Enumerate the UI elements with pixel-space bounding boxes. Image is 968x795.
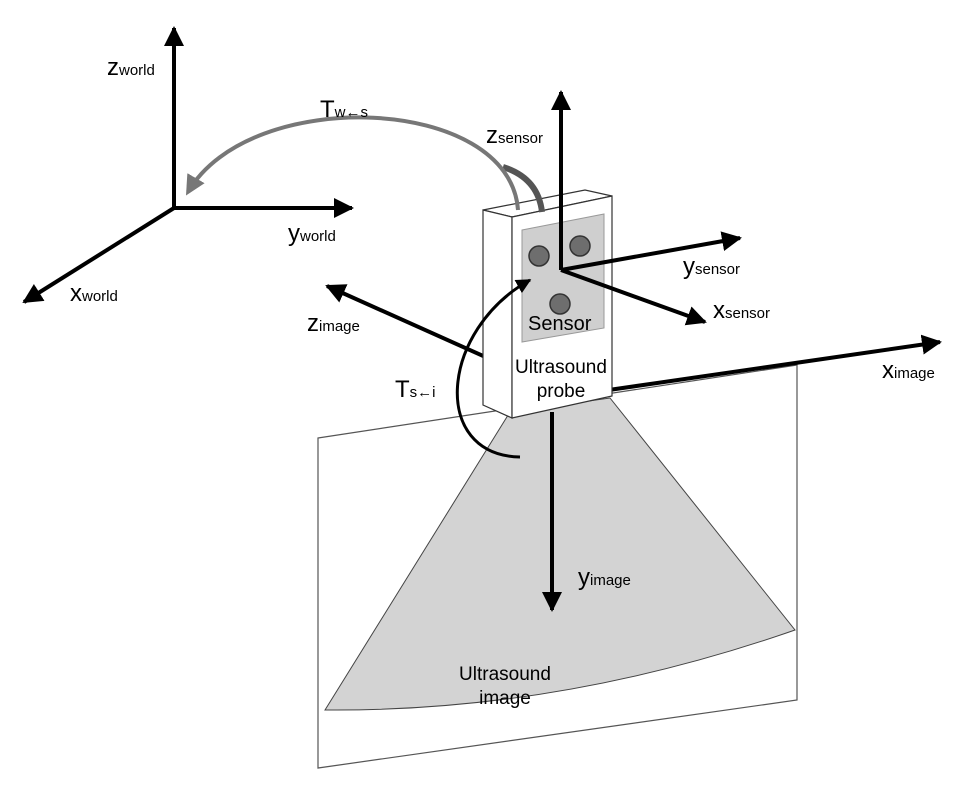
ultrasound-image-label: Ultrasound image (459, 664, 551, 709)
x-image-label: ximage (882, 357, 935, 384)
image-plane (317, 364, 798, 769)
transform-world-sensor-arrow (185, 115, 520, 211)
z-image-label: zimage (307, 310, 360, 337)
x-world-axis (22, 206, 176, 304)
x-image-axis (594, 334, 942, 394)
x-world-label: xworld (70, 280, 118, 307)
y-sensor-axis (560, 231, 742, 272)
t-sensor-image-label: Ts←i (395, 376, 436, 403)
marker-3 (549, 293, 571, 315)
z-world-label: zworld (107, 54, 155, 81)
marker-1 (528, 245, 550, 267)
y-world-label: yworld (288, 220, 336, 247)
ultrasound-fan (324, 397, 796, 711)
x-sensor-axis (560, 268, 707, 326)
x-sensor-label: xsensor (713, 297, 771, 324)
marker-2 (569, 235, 591, 257)
z-sensor-label: zsensor (486, 122, 544, 149)
rotation-arc (502, 164, 545, 213)
z-image-axis (325, 284, 511, 370)
y-sensor-label: ysensor (683, 253, 741, 280)
ultrasound-probe (482, 189, 613, 419)
sensor-label: Sensor (528, 313, 592, 335)
transform-sensor-image-arrow (456, 278, 532, 459)
t-world-sensor-label: Tw←s (320, 96, 369, 123)
probe-label: Ultrasound probe (515, 357, 607, 402)
y-image-label: yimage (578, 564, 631, 591)
